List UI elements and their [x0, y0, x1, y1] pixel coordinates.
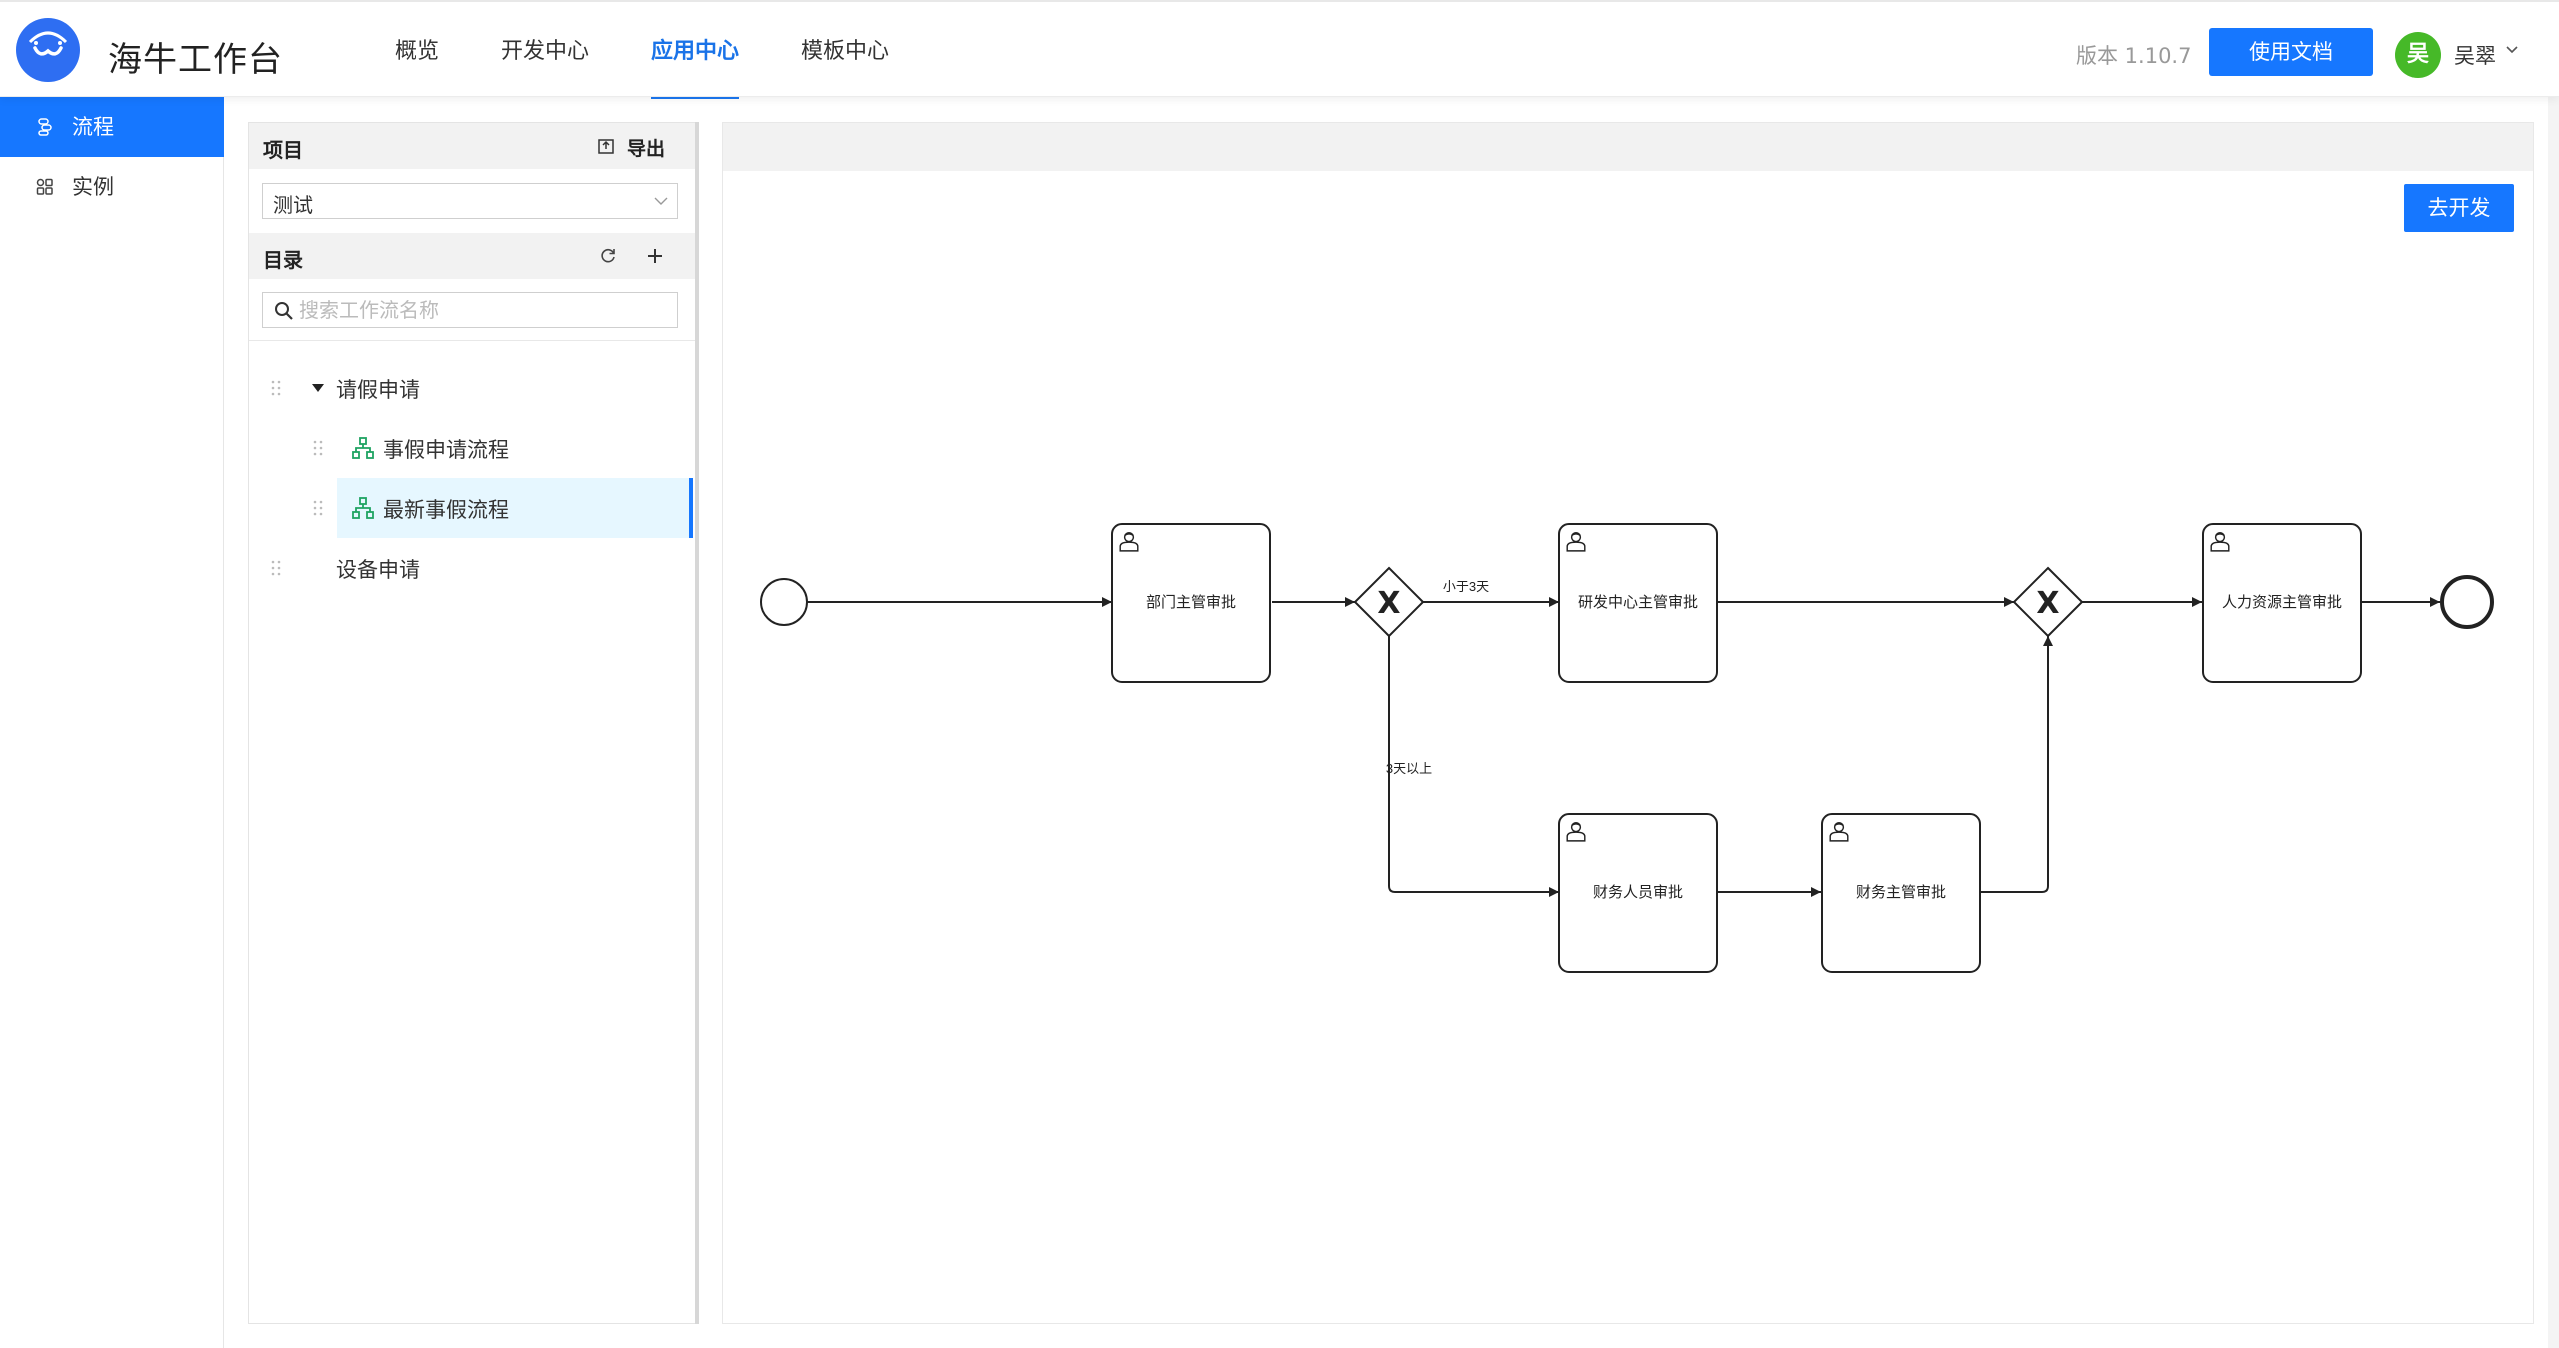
refresh-icon[interactable]: [598, 246, 618, 266]
tree-item-personal-leave[interactable]: 事假申请流程: [249, 418, 695, 478]
drag-handle-icon[interactable]: [313, 500, 323, 516]
app-title: 海牛工作台: [108, 40, 283, 80]
go-develop-button[interactable]: 去开发: [2404, 184, 2514, 232]
main-nav: 概览 开发中心 应用中心 模板中心: [395, 2, 951, 99]
exclusive-gateway-1[interactable]: X: [1353, 566, 1425, 638]
divider: [249, 340, 695, 341]
tree-item-latest-leave[interactable]: 最新事假流程: [249, 478, 695, 538]
export-button[interactable]: 导出: [626, 138, 665, 160]
tree-folder-label: 设备申请: [336, 558, 420, 582]
version-label: 版本 1.10.7: [2076, 44, 2192, 68]
task-hr-manager[interactable]: 人力资源主管审批: [2202, 523, 2362, 683]
start-event[interactable]: [760, 578, 808, 626]
project-select[interactable]: 测试: [262, 183, 678, 219]
task-label: 财务人员审批: [1593, 884, 1683, 901]
grid-icon: [36, 178, 53, 195]
tree-item-label: 最新事假流程: [383, 498, 509, 522]
tree-folder-equipment[interactable]: 设备申请: [249, 538, 695, 598]
tree-item-label: 事假申请流程: [383, 438, 509, 462]
task-label: 部门主管审批: [1146, 594, 1236, 611]
drag-handle-icon[interactable]: [271, 560, 281, 576]
export-icon[interactable]: [597, 137, 615, 155]
selection-highlight: [337, 478, 693, 538]
panel-resize-handle[interactable]: [695, 122, 699, 1324]
exclusive-gateway-2[interactable]: X: [2012, 566, 2084, 638]
catalog-header: 目录: [249, 233, 695, 279]
nav-app-center[interactable]: 应用中心: [651, 2, 740, 99]
nav-dev-center[interactable]: 开发中心: [501, 39, 590, 64]
task-rd-manager[interactable]: 研发中心主管审批: [1558, 523, 1718, 683]
project-title: 项目: [263, 138, 303, 162]
workflow-icon: [352, 497, 374, 519]
sidebar-item-flow[interactable]: 流程: [0, 97, 224, 157]
tree-folder-leave[interactable]: 请假申请: [249, 358, 695, 418]
catalog-panel: 项目 导出 测试 目录: [248, 122, 696, 1324]
flow-fmanager-to-gw2[interactable]: [1980, 636, 2053, 893]
task-label: 财务主管审批: [1856, 884, 1946, 901]
catalog-title: 目录: [263, 248, 303, 272]
bpmn-diagram: X X 部门主管审批 研发中心主管审批 人力资源主管审批 财务人员审批 财务主管…: [760, 523, 2494, 973]
user-name[interactable]: 吴翠: [2454, 44, 2496, 68]
end-event[interactable]: [2440, 575, 2494, 629]
task-label: 人力资源主管审批: [2222, 594, 2342, 611]
canvas-toolbar: [723, 123, 2533, 171]
condition-label-more-3: 3天以上: [1386, 761, 1432, 776]
workflow-icon: [352, 437, 374, 459]
left-sidebar: 流程 实例: [0, 97, 224, 1348]
task-label: 研发中心主管审批: [1578, 594, 1698, 611]
chevron-down-icon[interactable]: [2505, 43, 2519, 57]
caret-down-icon[interactable]: [311, 383, 325, 393]
docs-button[interactable]: 使用文档: [2209, 28, 2373, 76]
sidebar-item-instance[interactable]: 实例: [0, 157, 224, 217]
task-finance-manager[interactable]: 财务主管审批: [1821, 813, 1981, 973]
task-finance-staff[interactable]: 财务人员审批: [1558, 813, 1718, 973]
process-canvas[interactable]: 去开发: [722, 122, 2534, 1324]
flow-gw1-to-finance[interactable]: [1388, 636, 1559, 897]
gateway-symbol: X: [2036, 586, 2059, 621]
drag-handle-icon[interactable]: [313, 440, 323, 456]
project-header: 项目 导出: [249, 123, 695, 169]
sidebar-item-label: 实例: [72, 175, 114, 199]
nav-template-center[interactable]: 模板中心: [801, 39, 890, 64]
app-logo[interactable]: [16, 18, 80, 82]
condition-label-less-3: 小于3天: [1443, 579, 1489, 594]
project-select-value: 测试: [273, 193, 313, 217]
sidebar-item-label: 流程: [72, 115, 114, 139]
task-dept-manager[interactable]: 部门主管审批: [1111, 523, 1271, 683]
search-icon: [275, 302, 293, 320]
add-icon[interactable]: [645, 246, 665, 266]
nav-overview[interactable]: 概览: [395, 39, 440, 64]
tree-folder-label: 请假申请: [336, 378, 420, 402]
flow-icon: [38, 118, 52, 136]
top-header: 海牛工作台 概览 开发中心 应用中心 模板中心 版本 1.10.7 使用文档 吴…: [0, 0, 2559, 99]
search-input[interactable]: [299, 296, 669, 324]
drag-handle-icon[interactable]: [271, 380, 281, 396]
workflow-search: [262, 292, 678, 328]
sequence-flows: [785, 597, 2440, 897]
avatar[interactable]: 吴: [2395, 32, 2441, 78]
gateway-symbol: X: [1377, 586, 1400, 621]
vertical-scrollbar[interactable]: [2548, 97, 2559, 1348]
chevron-down-icon: [654, 197, 668, 205]
